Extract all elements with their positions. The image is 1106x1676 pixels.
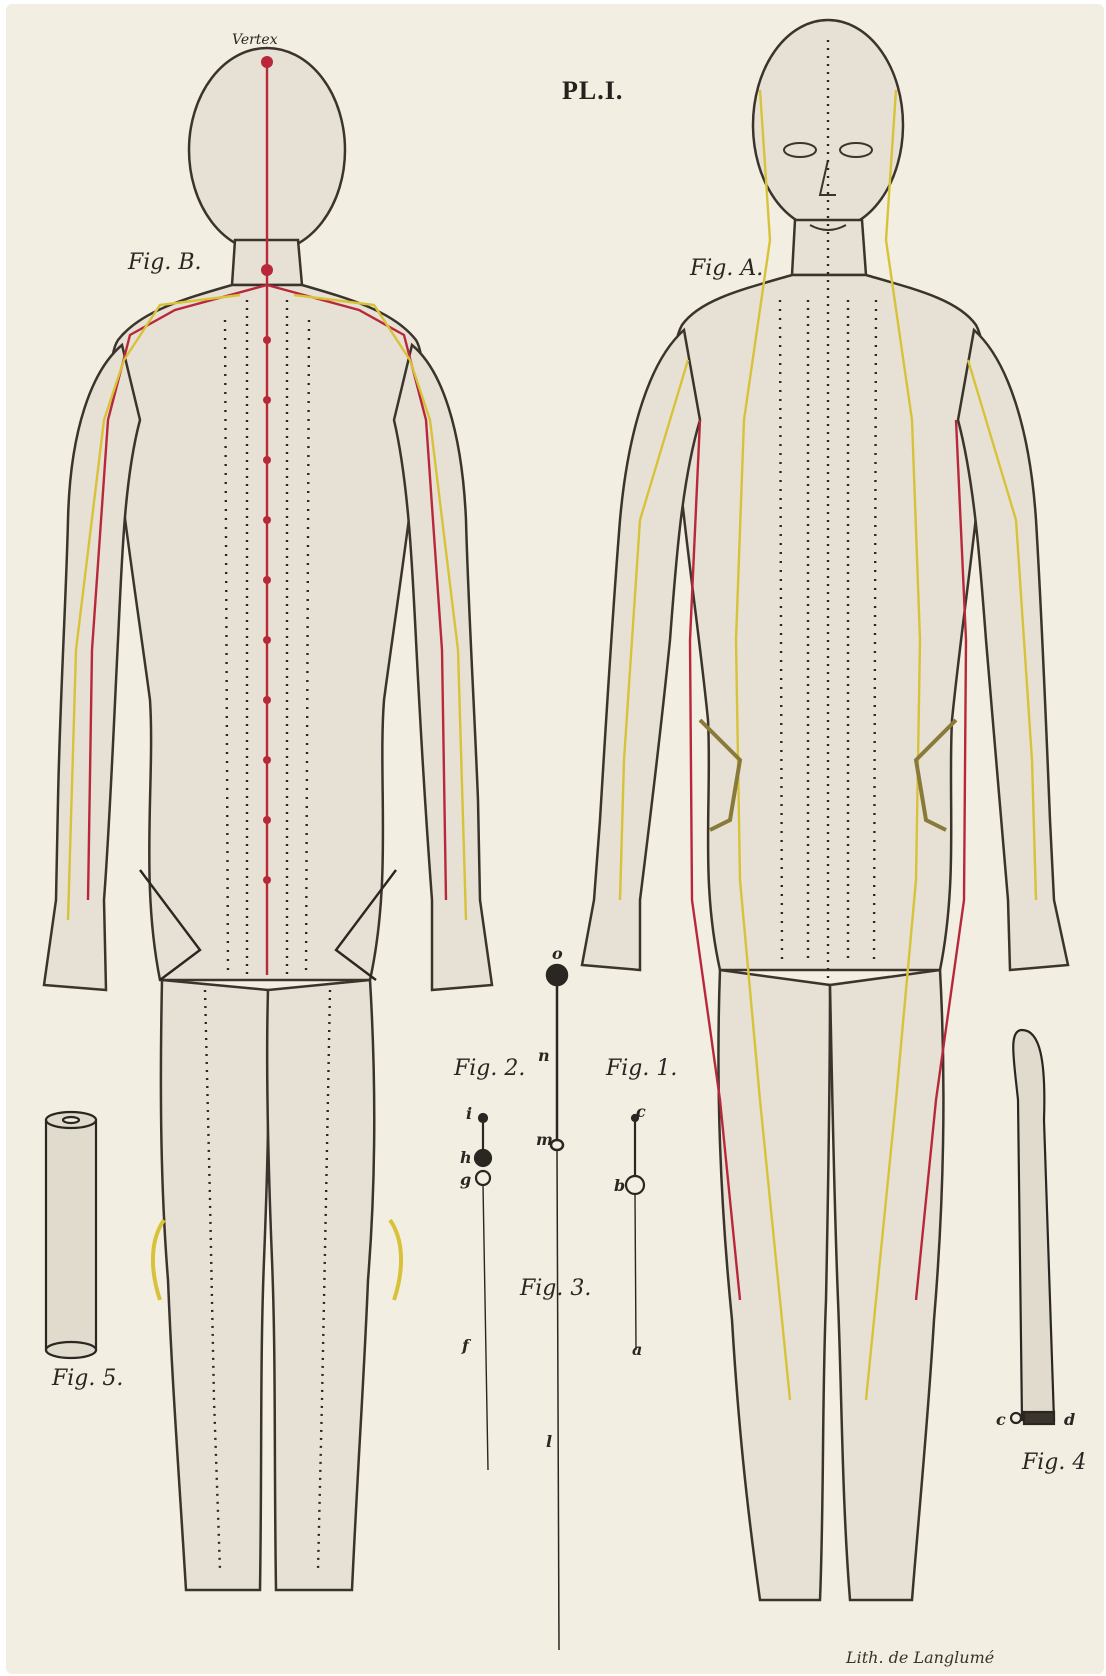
needle-letter-b: b (614, 1176, 625, 1195)
fig-b-label: Fig. B. (128, 250, 202, 275)
needle-letter-g: g (460, 1170, 471, 1189)
fig-5-label: Fig. 5. (52, 1366, 123, 1391)
needle-letter-i: i (466, 1104, 472, 1123)
fig4-letter-c: c (996, 1410, 1006, 1429)
fig-4-label: Fig. 4 (1022, 1450, 1086, 1475)
needle-letter-o: o (552, 944, 563, 963)
needle-letter-m: m (536, 1130, 553, 1149)
needle-letter-l: l (546, 1432, 552, 1451)
fig5-cylinder (46, 1112, 96, 1358)
fig1-needle (626, 1115, 644, 1350)
needle-letter-a: a (632, 1340, 642, 1359)
needle-letter-n: n (538, 1046, 550, 1065)
vertex-label: Vertex (232, 32, 278, 48)
plate-title: PL.I. (562, 76, 623, 106)
fig-1-label: Fig. 1. (606, 1056, 677, 1081)
fig4-tube-instrument (1011, 1030, 1054, 1424)
fig4-letter-d: d (1064, 1410, 1075, 1429)
fig-a-label: Fig. A. (690, 256, 763, 281)
fig-2-label: Fig. 2. (454, 1056, 525, 1081)
fig2-needle (475, 1114, 491, 1470)
fig3-long-needle (547, 965, 567, 1650)
needle-letter-h: h (460, 1148, 472, 1167)
needle-letter-c: c (636, 1102, 646, 1121)
figure-a-front-view (582, 20, 1068, 1600)
lithographer-credit: Lith. de Langlumé (846, 1648, 994, 1667)
fig-3-label: Fig. 3. (520, 1276, 591, 1301)
needle-letter-f: f (462, 1336, 469, 1355)
